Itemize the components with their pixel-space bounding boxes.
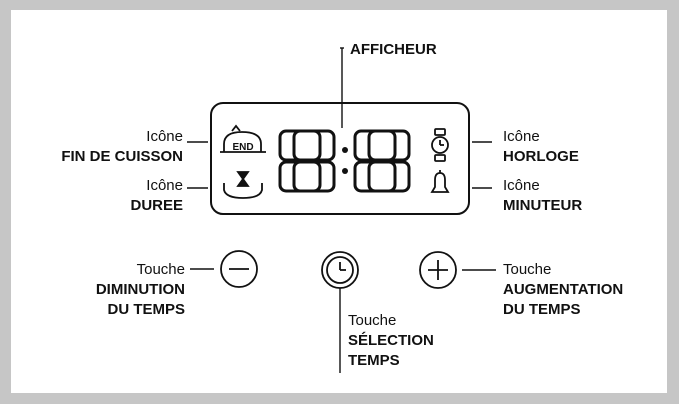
- minus-button-label: Touche DIMINUTION DU TEMPS: [96, 260, 185, 320]
- end-cooking-line1: Icône: [146, 128, 183, 145]
- select-line3: TEMPS: [348, 352, 400, 369]
- clock-label: Icône HORLOGE: [503, 127, 579, 167]
- end-cooking-line2: FIN DE CUISSON: [61, 148, 183, 165]
- minus-line1: Touche: [136, 261, 185, 278]
- diagram-panel: [11, 10, 667, 393]
- select-line1: Touche: [348, 312, 397, 329]
- timer-line2: MINUTEUR: [503, 197, 583, 214]
- digit-2b: [292, 160, 336, 193]
- digit-2: [292, 129, 336, 162]
- select-line2: SÉLECTION: [348, 332, 434, 349]
- plus-line1: Touche: [503, 261, 552, 278]
- pot-end-text: END: [232, 142, 253, 153]
- minus-line2: DIMINUTION: [95, 281, 185, 298]
- plus-icon: [419, 251, 457, 289]
- colon: [342, 147, 348, 174]
- duration-line2: DUREE: [130, 197, 183, 214]
- hourglass-icon: [223, 171, 263, 199]
- plus-line2: AUGMENTATION: [503, 281, 624, 298]
- clock-icon: [321, 251, 359, 289]
- timer-label: Icône MINUTEUR: [503, 176, 582, 216]
- end-cooking-label: Icône FIN DE CUISSON: [61, 127, 183, 167]
- plus-line3: DU TEMPS: [503, 301, 581, 318]
- clock-line1: Icône: [503, 128, 540, 145]
- duration-label: Icône DUREE: [130, 176, 183, 216]
- minus-line3: DU TEMPS: [107, 301, 185, 318]
- display-title: AFFICHEUR: [350, 41, 437, 58]
- display-frame: [210, 102, 470, 215]
- clock-line2: HORLOGE: [503, 148, 579, 165]
- plus-button-label: Touche AUGMENTATION DU TEMPS: [503, 260, 623, 320]
- select-button-label: Touche SÉLECTION TEMPS: [348, 311, 434, 371]
- pot-end-icon: [220, 124, 266, 153]
- digit-4: [367, 129, 411, 193]
- minus-icon: [220, 250, 258, 288]
- duration-line1: Icône: [146, 177, 183, 194]
- timer-line1: Icône: [503, 177, 540, 194]
- watch-icon: [431, 128, 449, 162]
- bell-icon: [430, 170, 450, 193]
